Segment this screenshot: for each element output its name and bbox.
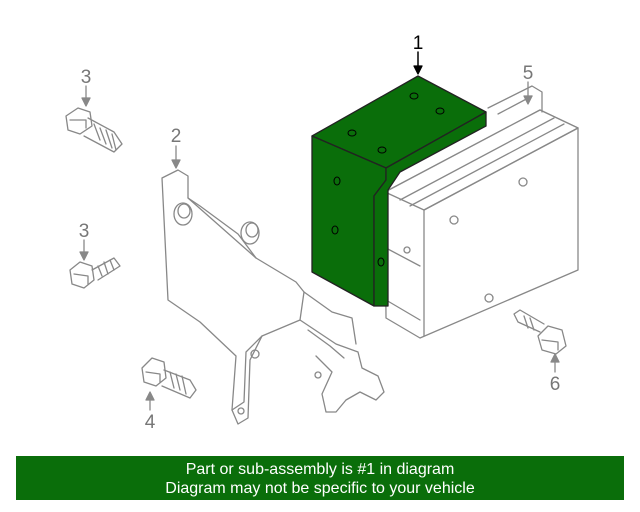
- mounting-bracket[interactable]: [161, 169, 385, 425]
- callout-6: 6: [550, 374, 561, 395]
- parts-diagram: 1 5 2 3 3 4 6: [65, 33, 579, 433]
- callout-2: 2: [171, 126, 182, 147]
- flange-bolt-lower[interactable]: [141, 357, 197, 399]
- banner-line-2: Diagram may not be specific to your vehi…: [165, 480, 475, 497]
- info-banner: Part or sub-assembly is #1 in diagram Di…: [16, 456, 624, 500]
- abs-bracket-highlighted[interactable]: [311, 75, 487, 307]
- callout-4: 4: [145, 412, 156, 433]
- callout-3-top: 3: [81, 67, 92, 88]
- callout-leaders: [79, 51, 560, 411]
- callout-3-middle: 3: [79, 221, 90, 242]
- callout-5: 5: [523, 63, 534, 84]
- flange-bolt-middle[interactable]: [69, 257, 121, 289]
- flange-bolt-top[interactable]: [65, 107, 123, 153]
- banner-line-1: Part or sub-assembly is #1 in diagram: [185, 461, 455, 478]
- flange-bolt-right[interactable]: [513, 309, 567, 355]
- callout-1: 1: [413, 33, 424, 54]
